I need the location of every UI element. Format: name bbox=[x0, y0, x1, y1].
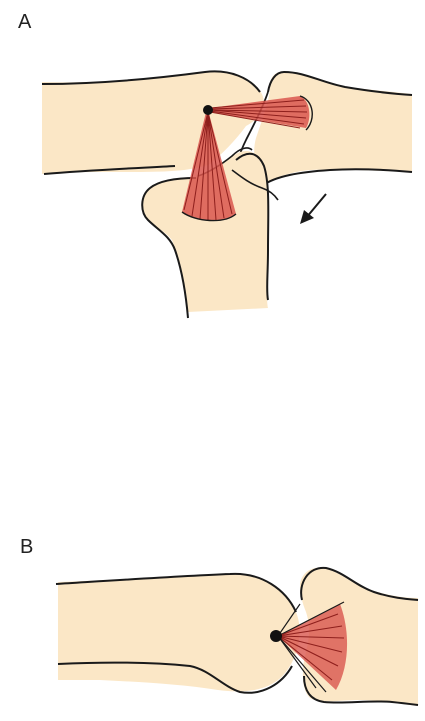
ligament-anchor-a bbox=[203, 105, 213, 115]
arrow-down-left-icon bbox=[300, 194, 326, 224]
panel-a-drawing bbox=[42, 71, 412, 318]
left-bone bbox=[58, 574, 300, 692]
panel-b-drawing bbox=[56, 568, 418, 706]
ligament-anchor-b bbox=[270, 630, 282, 642]
